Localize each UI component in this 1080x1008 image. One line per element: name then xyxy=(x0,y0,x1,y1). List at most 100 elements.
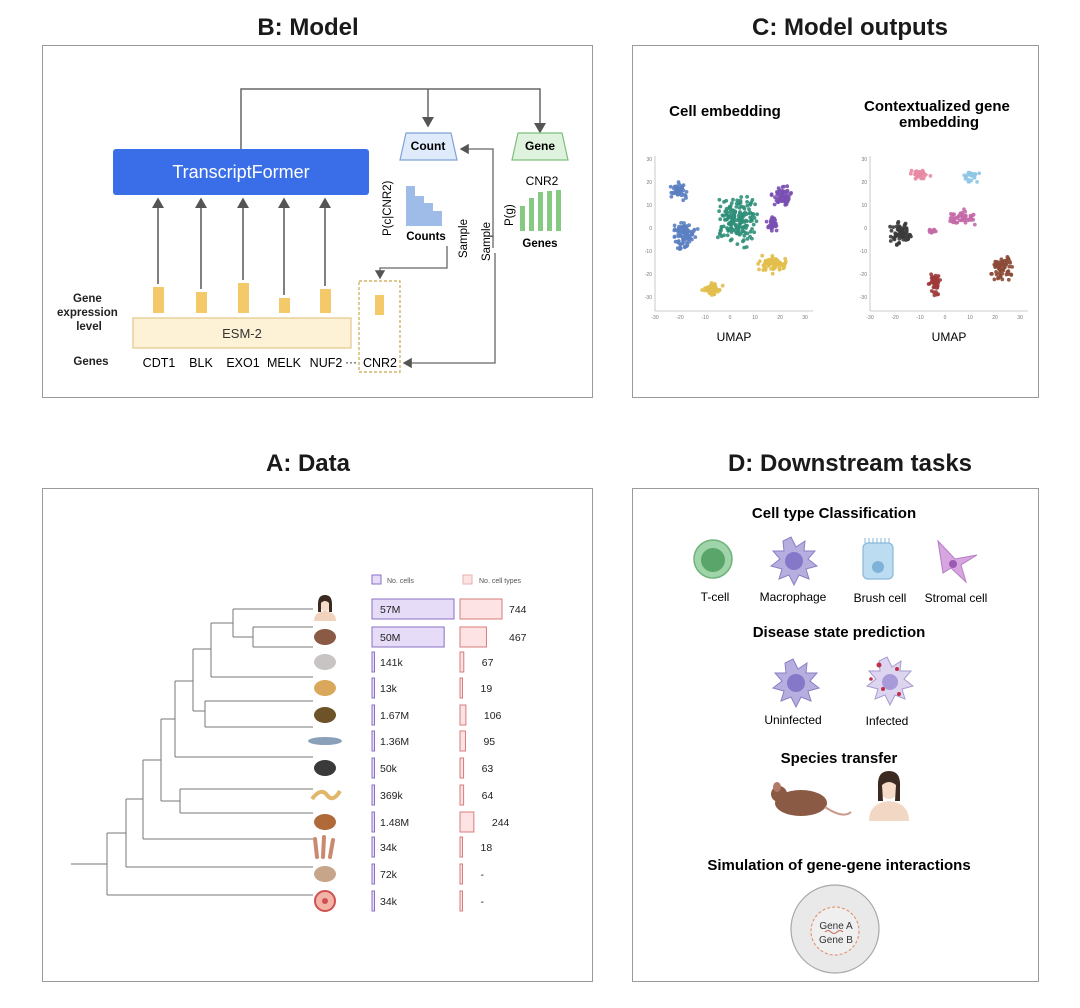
scatter-point xyxy=(749,216,754,221)
scatter-point xyxy=(729,226,734,230)
scatter-point xyxy=(741,225,745,230)
scatter-point xyxy=(672,235,677,239)
scatter-point xyxy=(738,198,743,203)
cell-type-label: T-cell xyxy=(701,590,730,604)
scatter-point xyxy=(690,232,695,237)
scatter-point xyxy=(994,270,998,274)
scatter-point xyxy=(672,186,676,191)
cells-bar xyxy=(371,784,375,806)
section-species: Species transfer xyxy=(781,750,898,767)
scatter-point xyxy=(776,199,781,204)
scatter-point xyxy=(709,281,714,285)
scatter-point xyxy=(958,213,963,217)
umap-label-cell: UMAP xyxy=(717,330,752,344)
gene-hist-bar xyxy=(538,192,543,231)
scatter-point xyxy=(669,190,674,195)
cells-value: 1.48M xyxy=(380,817,409,829)
cell-types-bar xyxy=(459,651,465,673)
gene-embedding-title: Contextualized gene embedding xyxy=(864,98,1014,131)
rabbit-icon xyxy=(314,654,336,670)
target-expression-bar xyxy=(375,295,384,315)
axis-tick-label: -30 xyxy=(651,315,658,321)
scatter-point xyxy=(908,171,913,176)
expression-bar xyxy=(153,287,164,313)
cell-types-value: 67 xyxy=(482,657,494,669)
yeast-icon xyxy=(314,866,336,882)
axis-tick-label: 0 xyxy=(864,226,867,232)
scatter-point xyxy=(935,279,940,284)
scatter-point xyxy=(957,218,962,223)
cell-type-label: Stromal cell xyxy=(925,591,988,605)
organism-icons xyxy=(308,595,342,912)
cell-types-value: - xyxy=(481,869,485,881)
scatter-point xyxy=(888,239,893,243)
axis-tick-label: 20 xyxy=(777,315,783,321)
legend-types-swatch xyxy=(462,574,473,585)
scatter-point xyxy=(721,224,726,229)
section-gene-gene: Simulation of gene-gene interactions xyxy=(707,857,970,874)
count-x-label: Counts xyxy=(406,231,446,243)
sea-urchin-icon xyxy=(314,760,336,776)
scatter-point xyxy=(917,169,921,174)
gene-histogram xyxy=(520,190,561,231)
scatter-point xyxy=(743,231,748,235)
scatter-point xyxy=(996,276,1000,281)
scatter-point xyxy=(717,209,721,214)
legend-cells-swatch xyxy=(371,574,382,585)
section-cell-type: Cell type Classification xyxy=(752,505,916,522)
scatter-point xyxy=(963,220,968,225)
scatter-point xyxy=(772,222,777,227)
count-y-label: P(c|CNR2) xyxy=(382,180,394,236)
axis-tick-label: 20 xyxy=(992,315,998,321)
legend-types-label: No. cell types xyxy=(479,578,522,585)
mouse-icon xyxy=(314,629,336,645)
scatter-point xyxy=(735,230,739,235)
scatter-point xyxy=(1000,271,1005,276)
panel-c-outputs: Cell embedding Contextualized gene embed… xyxy=(632,45,1039,398)
scatter-point xyxy=(739,219,744,223)
scatter-point xyxy=(745,194,749,199)
scatter-point xyxy=(967,179,972,184)
cell-embedding-scatter xyxy=(668,180,793,297)
scatter-point xyxy=(769,228,774,233)
axis-tick-label: 0 xyxy=(729,315,732,321)
human-icon xyxy=(869,771,909,821)
count-hist-bar xyxy=(415,196,424,226)
scatter-point xyxy=(685,235,690,240)
cell-types-bar xyxy=(459,704,467,726)
cell-type-label: Brush cell xyxy=(854,591,907,605)
scatter-point xyxy=(933,229,938,234)
cell-types-bar xyxy=(459,811,475,833)
scatter-point xyxy=(781,263,786,268)
axis-tick-label: 10 xyxy=(646,203,652,209)
cell-types-value: 95 xyxy=(483,736,495,748)
zebrafish-icon xyxy=(308,737,342,745)
scatter-point xyxy=(888,224,892,229)
scatter-point xyxy=(669,194,674,199)
panel-d-tasks: Cell type Classification T-cell Macropha… xyxy=(632,488,1039,982)
scatter-point xyxy=(718,232,722,237)
scatter-point xyxy=(891,225,896,230)
scatter-point xyxy=(975,180,979,184)
axis-tick-label: -30 xyxy=(860,295,867,301)
gene-name: NUF2 xyxy=(310,356,343,370)
scatter-point xyxy=(682,245,687,250)
scatter-point xyxy=(971,212,976,217)
scatter-point xyxy=(748,234,752,239)
stromal-cell-icon xyxy=(937,539,978,584)
cell-types-bar xyxy=(459,730,466,752)
scatter-point xyxy=(745,200,749,204)
scatter-point xyxy=(1004,272,1009,277)
scatter-point xyxy=(909,168,914,173)
brush-cell-icon xyxy=(862,538,894,580)
scatter-point xyxy=(725,226,729,231)
gene-name: MELK xyxy=(267,356,302,370)
genes-row-label: Genes xyxy=(73,356,108,368)
scatter-point xyxy=(693,235,698,240)
scatter-point xyxy=(687,223,691,228)
cells-bar xyxy=(371,757,375,779)
count-head-label: Count xyxy=(411,139,446,153)
scatter-point xyxy=(723,209,728,214)
scatter-point xyxy=(990,272,994,276)
